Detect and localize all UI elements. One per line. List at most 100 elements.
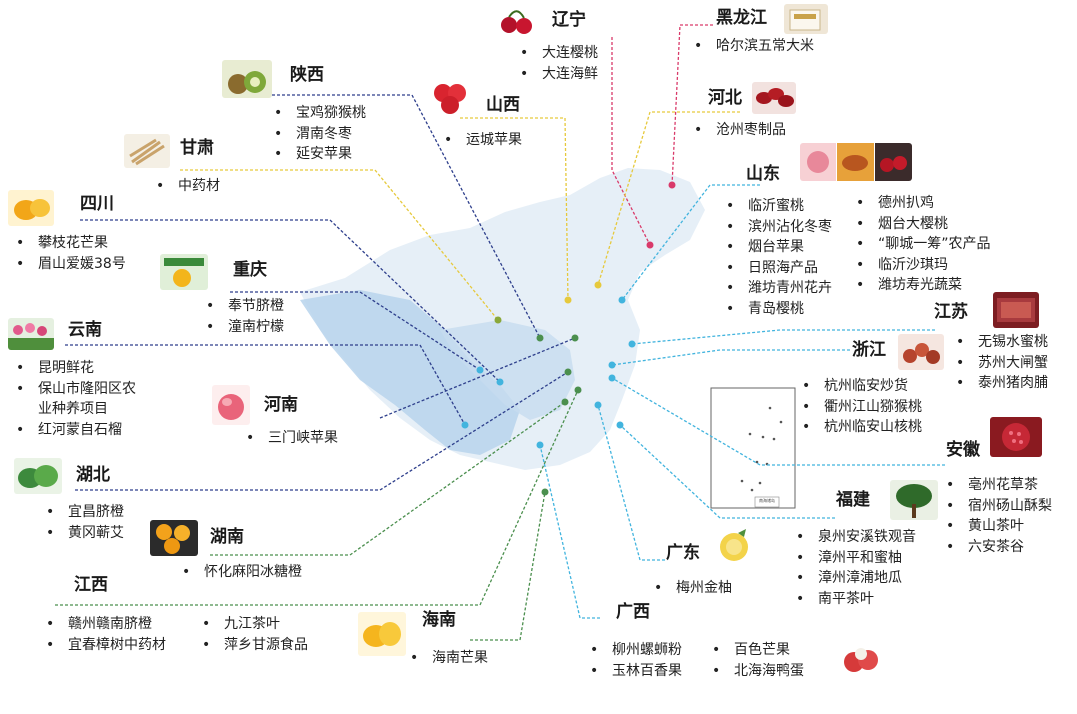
items-heilongjiang: 哈尔滨五常大米 bbox=[694, 36, 814, 57]
items-shanxi: 运城苹果 bbox=[444, 130, 522, 151]
list-item: 黄冈蕲艾 bbox=[46, 523, 124, 544]
items-shandong-right: 德州扒鸡 烟台大樱桃 “聊城一筹”农产品 临沂沙琪玛 潍坊寿光蔬菜 bbox=[856, 193, 991, 296]
dot-shaanxi bbox=[536, 334, 544, 342]
list-item: 宝鸡猕猴桃 bbox=[274, 103, 366, 124]
list-item: 六安茶谷 bbox=[946, 537, 1052, 558]
dot-gansu bbox=[494, 316, 502, 324]
list-item: 德州扒鸡 bbox=[856, 193, 991, 214]
connector-liaoning bbox=[611, 37, 651, 246]
province-guangdong: 广东 bbox=[666, 543, 700, 563]
kiwi-image bbox=[222, 60, 272, 98]
dot-chongqing bbox=[476, 366, 484, 374]
list-item: 无锡水蜜桃 bbox=[956, 332, 1048, 353]
list-item: 眉山爱媛38号 bbox=[16, 254, 126, 275]
south-china-sea-inset bbox=[710, 387, 796, 509]
list-item: 哈尔滨五常大米 bbox=[694, 36, 814, 57]
list-item: 梅州金柚 bbox=[654, 578, 732, 599]
flowers-image bbox=[8, 318, 54, 350]
list-item: 漳州漳浦地瓜 bbox=[796, 568, 916, 589]
connector-guangxi bbox=[539, 444, 600, 619]
connector-fujian bbox=[619, 424, 835, 519]
mango-image bbox=[8, 190, 54, 226]
province-heilongjiang: 黑龙江 bbox=[716, 8, 767, 28]
items-jiangxi-right: 九江茶叶 萍乡甘源食品 bbox=[202, 614, 308, 655]
province-yunnan: 云南 bbox=[68, 320, 102, 340]
apple-image bbox=[432, 78, 468, 116]
connector-shanxi bbox=[460, 117, 569, 301]
list-item: 日照海产品 bbox=[726, 258, 832, 279]
connector-guangdong bbox=[597, 404, 665, 561]
dot-guangdong bbox=[594, 401, 602, 409]
tea-tree-image bbox=[890, 480, 938, 520]
items-fujian: 泉州安溪铁观音 漳州平和蜜柚 漳州漳浦地瓜 南平茶叶 bbox=[796, 527, 916, 609]
hainan-mango-image bbox=[358, 612, 406, 656]
list-item: 衢州江山猕猴桃 bbox=[802, 397, 922, 418]
china-map-west-region bbox=[300, 290, 520, 455]
items-yunnan: 昆明鲜花 保山市隆阳区农 业种养项目 红河蒙自石榴 bbox=[16, 358, 136, 440]
items-hainan: 海南芒果 bbox=[410, 648, 488, 669]
list-item: 临沂蜜桃 bbox=[726, 196, 832, 217]
pomegranate-tea-image bbox=[990, 417, 1042, 457]
items-henan: 三门峡苹果 bbox=[246, 428, 338, 449]
connector-hainan bbox=[470, 491, 546, 641]
list-item: 杭州临安山核桃 bbox=[802, 417, 922, 438]
henan-apple-image bbox=[212, 385, 250, 425]
province-shanxi: 山西 bbox=[486, 95, 520, 115]
nuts-image bbox=[898, 334, 944, 370]
connector-anhui bbox=[611, 377, 945, 466]
connector-sichuan bbox=[80, 219, 501, 383]
items-liaoning: 大连樱桃 大连海鲜 bbox=[520, 43, 598, 84]
items-jiangxi-left: 赣州赣南脐橙 宜春樟树中药材 bbox=[46, 614, 166, 655]
province-sichuan: 四川 bbox=[80, 194, 114, 214]
province-gansu: 甘肃 bbox=[180, 138, 214, 158]
items-hubei: 宜昌脐橙 黄冈蕲艾 bbox=[46, 502, 124, 543]
connector-shaanxi bbox=[272, 94, 541, 339]
dot-anhui bbox=[608, 374, 616, 382]
province-hubei: 湖北 bbox=[76, 465, 110, 485]
dot-jiangsu bbox=[628, 340, 636, 348]
list-item: 渭南冬枣 bbox=[274, 124, 366, 145]
cherry-image bbox=[497, 5, 537, 39]
dot-liaoning bbox=[646, 241, 654, 249]
inset-map-label: 南海诸岛 bbox=[759, 498, 775, 503]
items-hebei: 沧州枣制品 bbox=[694, 120, 786, 141]
connector-zhejiang bbox=[611, 349, 850, 366]
items-guangxi-left: 柳州螺蛳粉 玉林百香果 bbox=[590, 640, 682, 681]
list-item: 九江茶叶 bbox=[202, 614, 308, 635]
list-item: 大连海鲜 bbox=[520, 64, 598, 85]
items-zhejiang: 杭州临安炒货 衢州江山猕猴桃 杭州临安山核桃 bbox=[802, 376, 922, 438]
list-item: 红河蒙自石榴 bbox=[16, 420, 136, 441]
items-shandong-left: 临沂蜜桃 滨州沾化冬枣 烟台苹果 日照海产品 潍坊青州花卉 青岛樱桃 bbox=[726, 196, 832, 319]
list-item: 潼南柠檬 bbox=[206, 317, 284, 338]
list-item-continuation: 业种养项目 bbox=[38, 401, 108, 417]
dot-guangxi bbox=[536, 441, 544, 449]
province-fujian: 福建 bbox=[836, 490, 870, 510]
list-item: 昆明鲜花 bbox=[16, 358, 136, 379]
dot-hubei bbox=[564, 368, 572, 376]
list-item: 亳州花草茶 bbox=[946, 475, 1052, 496]
dot-hunan bbox=[561, 398, 569, 406]
vegetables-image bbox=[14, 458, 62, 494]
dot-shanxi bbox=[564, 296, 572, 304]
rice-image bbox=[784, 4, 828, 34]
list-item: 泰州猪肉脯 bbox=[956, 373, 1048, 394]
list-item: 萍乡甘源食品 bbox=[202, 635, 308, 656]
lychee-image bbox=[838, 638, 884, 678]
dot-fujian bbox=[616, 421, 624, 429]
items-guangxi-right: 百色芒果 北海海鸭蛋 bbox=[712, 640, 804, 681]
dot-hebei bbox=[594, 281, 602, 289]
list-item: 临沂沙琪玛 bbox=[856, 255, 991, 276]
list-item: 怀化麻阳冰糖橙 bbox=[182, 562, 302, 583]
crab-image bbox=[993, 292, 1039, 328]
province-hainan: 海南 bbox=[422, 610, 456, 630]
list-item: 杭州临安炒货 bbox=[802, 376, 922, 397]
dot-hainan bbox=[541, 488, 549, 496]
list-item: 保山市隆阳区农 bbox=[16, 379, 136, 400]
items-guangdong: 梅州金柚 bbox=[654, 578, 732, 599]
list-item: 烟台苹果 bbox=[726, 237, 832, 258]
dot-sichuan bbox=[496, 378, 504, 386]
province-anhui: 安徽 bbox=[946, 440, 980, 460]
connector-gansu bbox=[180, 169, 499, 321]
